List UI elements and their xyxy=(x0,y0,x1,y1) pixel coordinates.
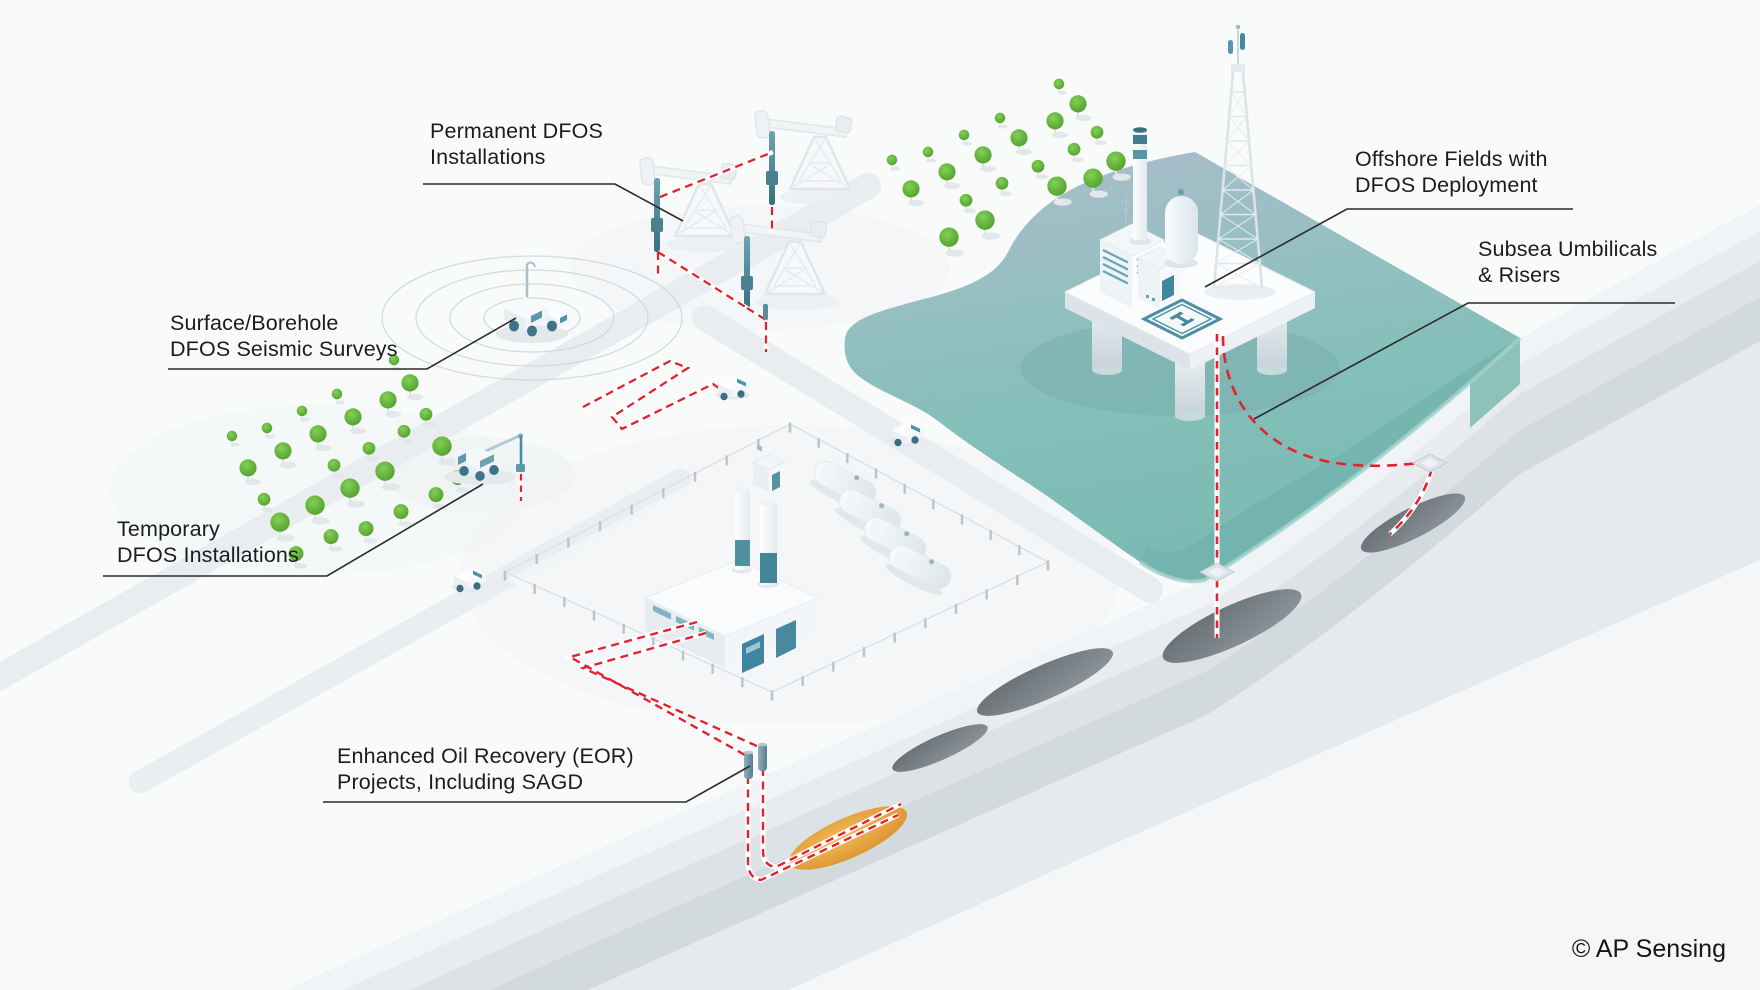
tree-icon xyxy=(994,112,1009,129)
tree-icon xyxy=(974,146,997,173)
derrick-tower-icon xyxy=(1212,24,1264,289)
vibroseis-truck-icon xyxy=(496,261,570,343)
tree-icon xyxy=(1053,78,1068,95)
road xyxy=(0,173,881,692)
subsea-cables xyxy=(1199,334,1448,638)
seismic-survey xyxy=(381,255,683,381)
tree-icon xyxy=(938,163,961,190)
leader-eor xyxy=(323,765,751,803)
tree-icon xyxy=(975,210,1000,240)
leader-permanent xyxy=(423,183,684,222)
storage-tank-icon xyxy=(1164,189,1198,268)
roads xyxy=(0,173,1163,794)
tree-icon xyxy=(401,374,424,401)
gas-reservoir-icon xyxy=(1162,589,1302,663)
eor-surface-cables xyxy=(563,619,767,779)
fence xyxy=(503,422,1050,701)
leader-offshore xyxy=(1204,208,1573,288)
tree-icon xyxy=(1067,142,1084,163)
label-line: Temporary xyxy=(117,517,220,541)
pickup-truck-icon xyxy=(716,375,750,401)
processing-plant xyxy=(503,422,1050,701)
platform-chimney-icon xyxy=(1129,127,1151,245)
gas-reservoir-icon xyxy=(1360,493,1466,553)
tree-icon xyxy=(886,154,901,171)
helipad-icon xyxy=(1140,298,1224,340)
side-road xyxy=(128,468,692,794)
tree-icon xyxy=(331,388,346,405)
chimney-icon xyxy=(735,487,750,570)
label-line: Surface/Borehole xyxy=(170,311,339,335)
tree-icon xyxy=(995,176,1012,197)
storage-tank-icon xyxy=(885,544,952,595)
label-subsea-umbilicals: Subsea Umbilicals & Risers xyxy=(1478,236,1657,288)
tree-icon xyxy=(922,146,937,163)
factory-building-icon xyxy=(643,487,820,673)
tree-icon xyxy=(1090,125,1107,146)
guard-house-icon xyxy=(751,444,787,492)
leader-seismic xyxy=(168,317,517,370)
label-line: & Risers xyxy=(1478,263,1561,287)
tree-icon xyxy=(958,129,973,146)
surface-seismic-cable xyxy=(581,358,728,432)
tree-icon xyxy=(1031,159,1048,180)
label-line: DFOS Seismic Surveys xyxy=(170,337,398,361)
label-seismic-surveys: Surface/Borehole DFOS Seismic Surveys xyxy=(170,310,398,362)
fiber-cable-pumpjacks xyxy=(655,149,775,352)
leader-subsea xyxy=(1253,302,1675,420)
label-line: DFOS Deployment xyxy=(1355,173,1538,197)
umbilical-cable xyxy=(1221,335,1427,468)
tree-icon xyxy=(1010,129,1033,156)
label-line: Subsea Umbilicals xyxy=(1478,237,1658,261)
gas-reservoir-icon xyxy=(892,724,988,772)
label-line: Projects, Including SAGD xyxy=(337,770,584,794)
label-permanent-dfos: Permanent DFOS Installations xyxy=(430,118,603,170)
permanent-dfos-pumpjacks xyxy=(638,109,866,352)
chimney-icon xyxy=(760,499,777,585)
label-temporary-dfos: Temporary DFOS Installations xyxy=(117,516,299,568)
label-line: Enhanced Oil Recovery (EOR) xyxy=(337,744,634,768)
tree-icon xyxy=(1046,112,1069,139)
eor-wellhead-icon xyxy=(744,742,767,779)
earth-cross-section xyxy=(290,205,1760,990)
tree-icon xyxy=(1047,176,1072,206)
leader-lines xyxy=(103,183,1675,803)
label-line: DFOS Installations xyxy=(117,543,299,567)
label-line: Installations xyxy=(430,145,546,169)
copyright-credit: © AP Sensing xyxy=(1571,935,1726,963)
coastal-road xyxy=(692,305,1163,603)
eor-sagd-well-pair xyxy=(745,768,903,883)
tree-icon xyxy=(1069,95,1092,122)
label-offshore-fields: Offshore Fields with DFOS Deployment xyxy=(1355,146,1548,198)
label-line: Permanent DFOS xyxy=(430,119,603,143)
wireline-crane-truck-icon xyxy=(444,433,524,485)
storage-tanks-icon xyxy=(810,460,952,595)
temporary-borehole-cable xyxy=(516,436,525,501)
tree-icon xyxy=(959,193,976,214)
label-eor-projects: Enhanced Oil Recovery (EOR) Projects, In… xyxy=(337,743,634,795)
tree-icon xyxy=(902,180,925,207)
leader-temporary xyxy=(103,483,484,577)
label-line: Offshore Fields with xyxy=(1355,147,1548,171)
gas-reservoir-icon xyxy=(977,648,1113,716)
